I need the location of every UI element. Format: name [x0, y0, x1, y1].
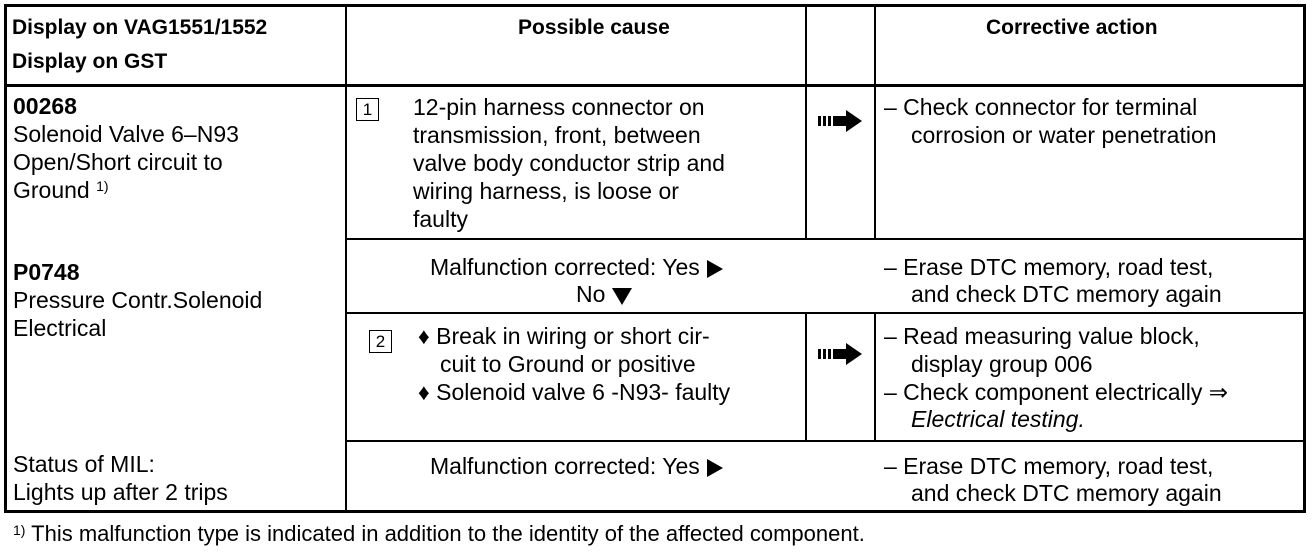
table-top-border	[4, 4, 1306, 7]
check-2-corrected-text: Malfunction corrected: Yes	[430, 453, 700, 479]
step-2-bullet1-line1: ♦ Break in wiring or short cir-	[418, 323, 710, 349]
check-2-action-line1: – Erase DTC memory, road test,	[884, 453, 1214, 479]
step-2-number: 2	[369, 330, 392, 353]
footnote: 1) This malfunction type is indicated in…	[13, 520, 865, 548]
dtc-desc-1-line2: Open/Short circuit to	[13, 149, 223, 175]
no-arrow-down-icon	[611, 287, 632, 305]
col-divider-3a	[874, 4, 876, 239]
step-2-action2-line1: – Check component electrically ⇒	[884, 379, 1228, 405]
dtc-desc-2-line2: Electrical	[13, 315, 107, 341]
mil-status-line1: Status of MIL:	[13, 451, 155, 477]
row-divider-3	[345, 440, 1306, 442]
step-1-number: 1	[356, 98, 379, 121]
step-2-action2-line2: Electrical testing.	[911, 405, 1085, 433]
dtc-desc-1-line1: Solenoid Valve 6–N93	[13, 121, 239, 147]
header-bottom-border	[4, 84, 1306, 87]
dtc-code-2: P0748	[13, 259, 80, 285]
step-2-arrow-icon	[818, 343, 862, 365]
col-divider-2a	[805, 4, 807, 239]
dtc-desc-2-line1: Pressure Contr.Solenoid	[13, 287, 263, 313]
header-display-line2: Display on GST	[12, 50, 168, 73]
footnote-text: This malfunction type is indicated in ad…	[31, 521, 865, 546]
step-2-bullet1-line2: cuit to Ground or positive	[440, 351, 696, 377]
dtc-desc-1-line3: Ground 1)	[13, 176, 109, 204]
row-divider-1	[345, 238, 1306, 240]
dtc-code-1: 00268	[13, 93, 77, 119]
check-1-action-line1: – Erase DTC memory, road test,	[884, 254, 1214, 280]
step-1-arrow-icon	[818, 110, 862, 132]
step-1-line2: transmission, front, between	[413, 122, 701, 148]
table-bottom-border	[4, 510, 1306, 513]
step-1-line3: valve body conductor strip and	[413, 150, 725, 176]
step-1-action-line2: corrosion or water penetration	[911, 122, 1217, 148]
step-1-line4: wiring harness, is loose or	[413, 178, 679, 204]
electrical-testing-link[interactable]: Electrical testing.	[911, 406, 1085, 432]
check-1-no: No	[576, 280, 632, 308]
header-possible-cause: Possible cause	[518, 16, 670, 39]
dtc-desc-1-text: Ground	[13, 177, 90, 203]
table-left-border	[4, 4, 7, 513]
check-1-no-text: No	[576, 281, 606, 307]
step-1-line5: faulty	[413, 206, 468, 232]
mil-status-line2: Lights up after 2 trips	[13, 479, 228, 505]
header-corrective-action: Corrective action	[986, 16, 1158, 39]
step-1-line1: 12-pin harness connector on	[413, 94, 705, 120]
yes-arrow-right-icon	[707, 458, 724, 477]
step-2-bullet2: ♦ Solenoid valve 6 -N93- faulty	[418, 379, 731, 405]
dtc-desc-1-footnote-ref: 1)	[96, 178, 109, 194]
step-2-action1-line2: display group 006	[911, 351, 1093, 377]
table-right-border	[1303, 4, 1306, 513]
check-1-action-line2: and check DTC memory again	[911, 281, 1222, 307]
footnote-marker: 1)	[13, 522, 26, 538]
check-2-corrected: Malfunction corrected: Yes	[430, 452, 724, 480]
step-2-action1-line1: – Read measuring value block,	[884, 323, 1200, 349]
row-divider-2	[345, 312, 1306, 314]
check-1-corrected-text: Malfunction corrected: Yes	[430, 254, 700, 280]
check-2-action-line2: and check DTC memory again	[911, 480, 1222, 506]
col-divider-1	[345, 4, 347, 513]
header-display-line1: Display on VAG1551/1552	[12, 16, 268, 39]
check-1-corrected: Malfunction corrected: Yes	[430, 253, 724, 281]
yes-arrow-right-icon	[707, 259, 724, 278]
step-1-action-line1: – Check connector for terminal	[884, 94, 1198, 120]
col-divider-3b	[874, 313, 876, 441]
col-divider-2b	[805, 313, 807, 441]
